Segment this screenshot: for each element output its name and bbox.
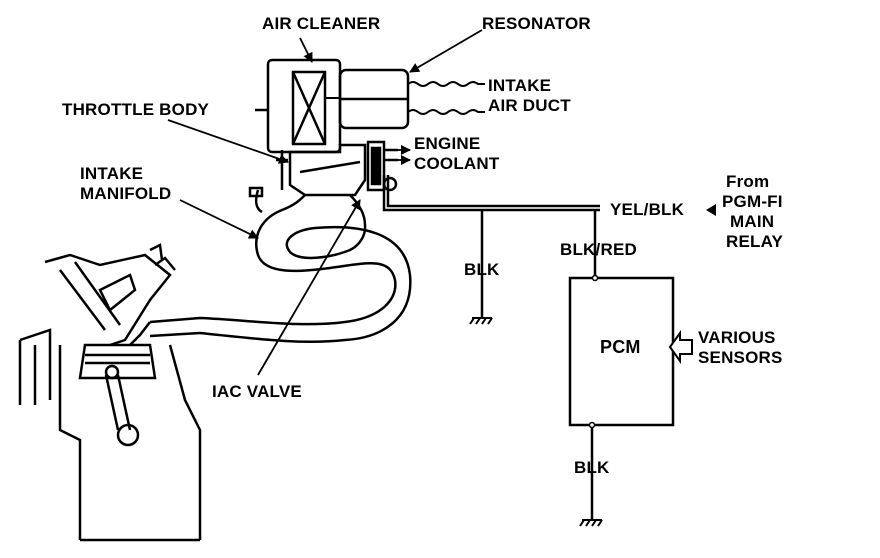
- from-pgmfi-label-line4: RELAY: [726, 232, 784, 251]
- iac-valve-label: IAC VALVE: [212, 382, 302, 401]
- main-relay-input-arrow: [706, 204, 716, 216]
- various-sensors-label-line1: VARIOUS: [698, 328, 776, 347]
- intake-air-duct: [325, 81, 485, 115]
- throttle-body: [276, 143, 367, 197]
- from-pgmfi-label-line2: PGM-FI: [722, 192, 783, 211]
- air-cleaner: [255, 58, 342, 154]
- from-pgmfi-label-line3: MAIN: [730, 212, 775, 231]
- wiring: [382, 175, 600, 520]
- intake-air-duct-label-line2: AIR DUCT: [488, 96, 571, 115]
- intake-manifold-label-line1: INTAKE: [80, 164, 144, 183]
- leader-lines: [167, 29, 483, 376]
- engine-coolant-label-line1: ENGINE: [414, 134, 481, 153]
- engine: [18, 243, 202, 542]
- blk-ground-label-1: BLK: [464, 260, 500, 279]
- pcm-label: PCM: [600, 337, 641, 357]
- resonator-label: RESONATOR: [482, 14, 591, 33]
- air-cleaner-label: AIR CLEANER: [262, 14, 381, 33]
- intake-air-duct-label-line1: INTAKE: [488, 76, 552, 95]
- pcm-box: [568, 276, 675, 427]
- blk-red-wire-label: BLK/RED: [560, 240, 637, 259]
- intake-manifold: [149, 186, 412, 343]
- resonator: [338, 68, 410, 130]
- blk-ground-label-2: BLK: [574, 458, 610, 477]
- yel-blk-wire-label: YEL/BLK: [610, 200, 685, 219]
- engine-coolant-label-line2: COOLANT: [414, 154, 500, 173]
- various-sensors-arrow: [668, 329, 693, 365]
- ground-symbol-1: [469, 317, 493, 325]
- intake-manifold-label-line2: MANIFOLD: [80, 184, 172, 203]
- from-pgmfi-label-line1: From: [726, 172, 770, 191]
- ground-symbol-2: [579, 519, 603, 527]
- throttle-body-label: THROTTLE BODY: [62, 100, 210, 119]
- various-sensors-label-line2: SENSORS: [698, 348, 783, 367]
